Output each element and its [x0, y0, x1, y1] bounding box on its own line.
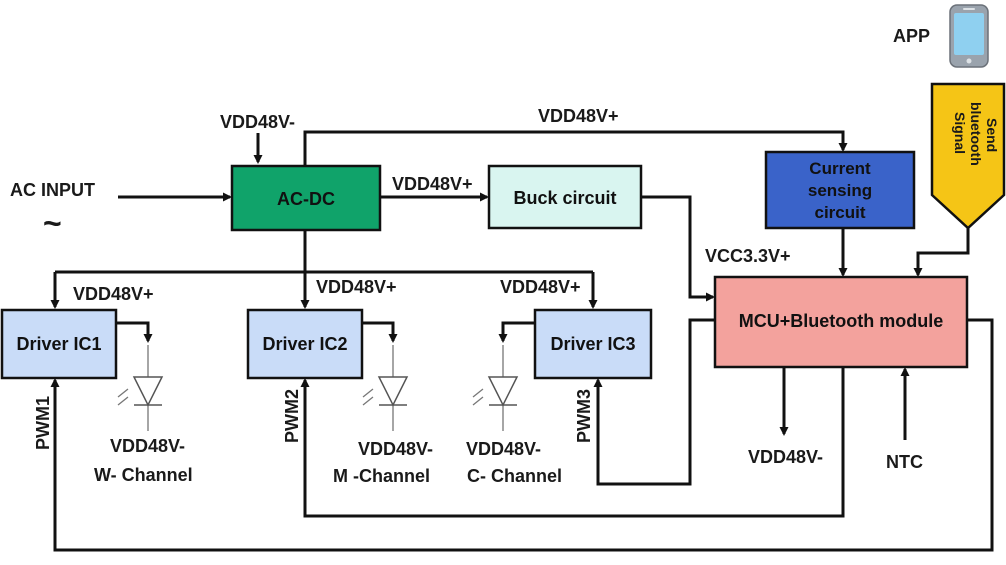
current-sensing-label-1: Current [809, 159, 871, 178]
vdd-minus-acdc-label: VDD48V- [220, 112, 295, 132]
bluetooth-signal-shape [930, 82, 1006, 230]
ac-symbol: ~ [43, 205, 62, 241]
wire-driver2-led [362, 321, 398, 343]
current-sensing-label-3: circuit [814, 203, 865, 222]
mcu-vdd-minus-label: VDD48V- [748, 447, 823, 467]
pwm1-label: PWM1 [33, 396, 53, 450]
bt-signal-line-2: bluetooth [968, 102, 984, 166]
driver-ic2-label: Driver IC2 [262, 334, 347, 354]
driver-ic1-label: Driver IC1 [16, 334, 101, 354]
app-label: APP [893, 26, 930, 46]
vdd-plus-driver1-label: VDD48V+ [73, 284, 154, 304]
vdd-plus-driver2-label: VDD48V+ [316, 277, 397, 297]
vdd-plus-top-label: VDD48V+ [538, 106, 619, 126]
wire-acdc-driver-bus [55, 230, 593, 274]
ac-dc-block [230, 164, 382, 232]
bt-signal-line-1: Send [984, 118, 1000, 152]
current-sensing-block [764, 150, 916, 230]
wire-buck-mcu [641, 195, 715, 302]
wire-pwm3 [593, 318, 714, 486]
pwm2-label: PWM2 [282, 389, 302, 443]
wire-driver1-led [116, 321, 153, 343]
buck-circuit-block [487, 164, 643, 230]
wire-pwm1 [50, 318, 994, 552]
vcc33-label: VCC3.3V+ [705, 246, 791, 266]
led-m-channel [362, 345, 409, 431]
phone-icon [949, 4, 989, 68]
c-channel-label: C- Channel [467, 466, 562, 486]
wire-vdd-plus-top-bus [303, 130, 848, 166]
driver-ic3-block [533, 308, 653, 380]
vdd-plus-acdc-label: VDD48V+ [392, 174, 473, 194]
ac-input-label: AC INPUT [10, 180, 95, 200]
wire-bt-mcu [913, 228, 970, 277]
bt-signal-line-3: Signal [952, 112, 968, 154]
buck-circuit-label: Buck circuit [513, 188, 616, 208]
c-channel-vdd-label: VDD48V- [466, 439, 541, 459]
wire-driver3-led [498, 321, 534, 343]
vdd-plus-driver3-label: VDD48V+ [500, 277, 581, 297]
ac-dc-label: AC-DC [277, 189, 335, 209]
wire-pwm2 [300, 367, 845, 518]
w-channel-label: W- Channel [94, 465, 193, 485]
mcu-bluetooth-label: MCU+Bluetooth module [739, 311, 944, 331]
driver-ic2-block [246, 308, 364, 380]
mcu-bluetooth-block [713, 275, 969, 369]
m-channel-label: M -Channel [333, 466, 430, 486]
ntc-label: NTC [886, 452, 923, 472]
pwm3-label: PWM3 [574, 389, 594, 443]
driver-ic3-label: Driver IC3 [550, 334, 635, 354]
w-channel-vdd-label: VDD48V- [110, 436, 185, 456]
led-w-channel [117, 345, 164, 431]
m-channel-vdd-label: VDD48V- [358, 439, 433, 459]
driver-ic1-block [0, 308, 118, 380]
led-c-channel [472, 345, 519, 431]
current-sensing-label-2: sensing [808, 181, 872, 200]
